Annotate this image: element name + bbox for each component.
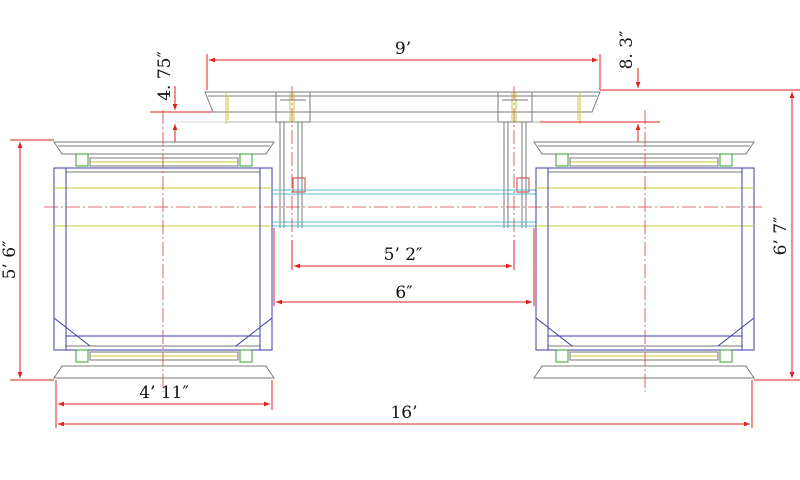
dim-left-height: 5’ 6″	[0, 241, 20, 280]
left-unit	[53, 141, 275, 379]
dim-deck-thickness: 4. 75″	[155, 51, 175, 101]
dimension-lines	[10, 54, 800, 428]
right-beam	[497, 91, 533, 123]
right-unit	[533, 141, 755, 379]
cross-beam	[272, 189, 536, 227]
dim-total-width: 16’	[390, 403, 417, 423]
dim-right-height: 6’ 7″	[771, 217, 791, 256]
dim-top-gap: 8. 3″	[617, 31, 637, 70]
dim-inner-span: 5’ 2″	[384, 245, 423, 265]
dim-unit-width: 4’ 11″	[139, 383, 189, 403]
dim-mid-span: 6″	[395, 283, 412, 303]
hanger-rods	[279, 122, 530, 228]
dim-top-width: 9’	[395, 39, 411, 59]
top-deck	[175, 91, 640, 124]
left-beam	[275, 91, 311, 123]
centerlines	[44, 86, 764, 392]
